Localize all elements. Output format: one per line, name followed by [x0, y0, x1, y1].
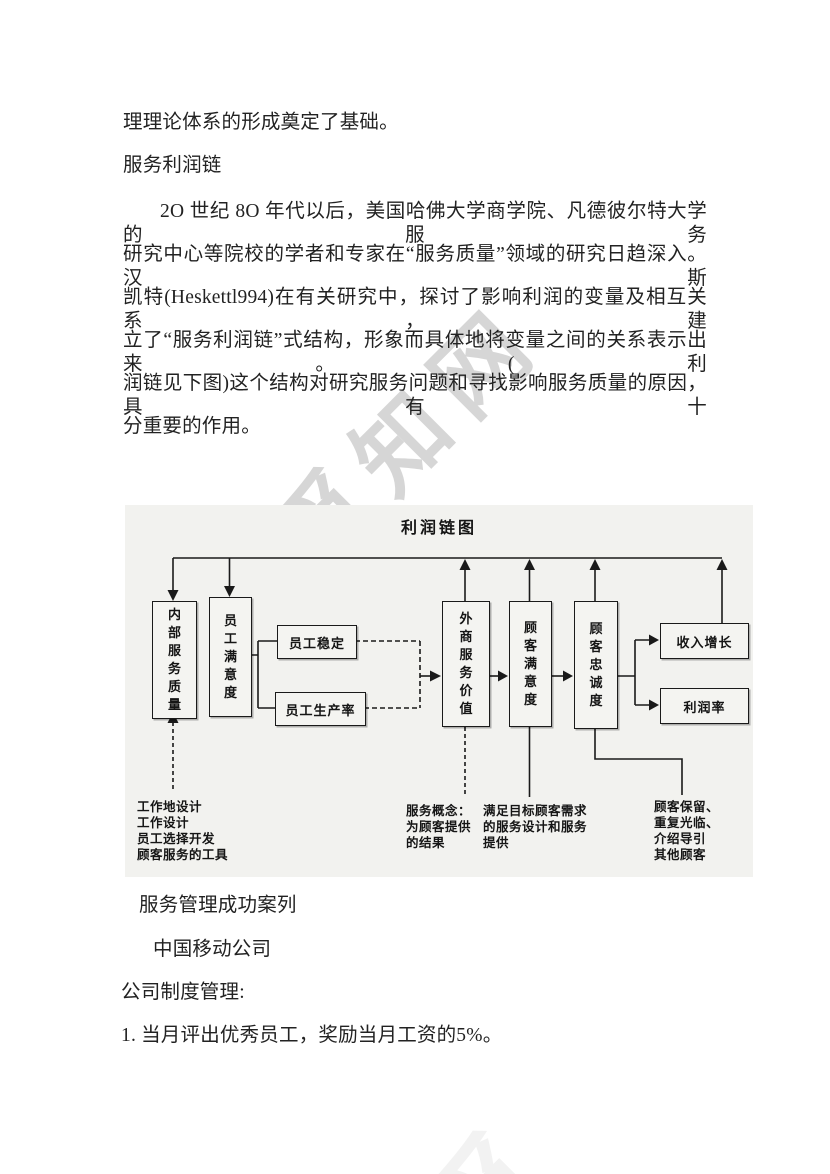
- note-service-concept: 服务概念： 为顾客提供 的结果: [406, 804, 472, 850]
- box-employee-satisfaction: 员工满意度: [209, 597, 252, 717]
- box-label: 顾客忠诚度: [589, 621, 603, 708]
- box-profit-rate: 利润率: [660, 688, 749, 724]
- box-label: 员工满意度: [223, 613, 237, 700]
- case-heading: 服务管理成功案列: [139, 895, 297, 916]
- paragraph-line: 2O 世纪 8O 年代以后，美国哈佛大学商学院、凡德彼尔特大学的服务: [123, 201, 707, 246]
- watermark-fragment: 觅: [376, 1091, 584, 1174]
- note-internal-quality: 工作地设计 工作设计 员工选择开发 顾客服务的工具: [137, 800, 229, 862]
- diagram-connectors: [167, 557, 728, 797]
- box-employee-productivity: 员工生产率: [275, 692, 366, 726]
- box-external-service-value: 外商服务价值: [442, 601, 490, 727]
- intro-line: 理理论体系的形成奠定了基础。: [123, 112, 399, 133]
- box-internal-service-quality: 内部服务质量: [152, 601, 197, 719]
- policy-heading: 公司制度管理:: [121, 982, 245, 1003]
- paragraph-line: 立了“服务利润链”式结构，形象而具体地将变量之间的关系表示出来。(利: [123, 330, 707, 375]
- box-revenue-growth: 收入增长: [660, 623, 749, 659]
- box-employee-stability: 员工稳定: [277, 625, 357, 659]
- box-label: 外商服务价值: [459, 611, 473, 716]
- note-service-design: 满足目标顾客需求 的服务设计和服务 提供: [483, 804, 588, 850]
- box-label: 顾客满意度: [523, 620, 537, 707]
- note-customer-retention: 顾客保留、 重复光临、 介绍导引 其他顾客: [654, 800, 720, 862]
- paragraph-line: 研究中心等院校的学者和专家在“服务质量”领域的研究日趋深入。汉斯: [123, 244, 707, 289]
- section-heading: 服务利润链: [123, 155, 222, 176]
- box-customer-loyalty: 顾客忠诚度: [574, 601, 618, 729]
- diagram-title: 利润链图: [400, 520, 477, 537]
- policy-item: 1. 当月评出优秀员工，奖励当月工资的5%。: [121, 1025, 503, 1046]
- paragraph-line: 分重要的作用。: [123, 416, 261, 437]
- box-customer-satisfaction: 顾客满意度: [509, 601, 552, 727]
- box-label: 内部服务质量: [167, 607, 181, 712]
- company-name: 中国移动公司: [153, 939, 272, 960]
- paragraph-line: 润链见下图)这个结构对研究服务问题和寻找影响服务质量的原因，具有十: [123, 373, 707, 418]
- paragraph-line: 凯特(Heskettl994)在有关研究中，探讨了影响利润的变量及相互关系，建: [123, 287, 707, 332]
- profit-chain-diagram: 利润链图: [125, 505, 753, 877]
